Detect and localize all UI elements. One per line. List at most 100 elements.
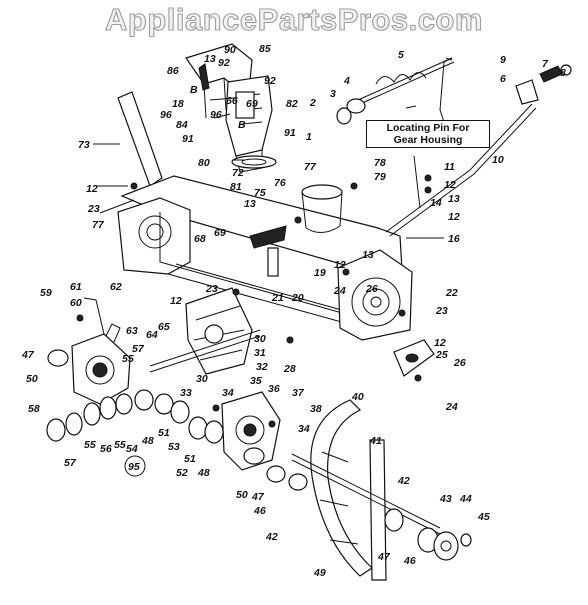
part-label-12: 12 [334,259,346,271]
part-label-77: 77 [92,219,105,231]
part-label-23: 23 [435,305,448,317]
part-label-69: 69 [246,98,258,110]
part-label-3: 3 [330,88,336,100]
part-label-96: 96 [210,109,222,121]
part-label-24: 24 [333,285,346,297]
auger-housing [117,91,413,341]
part-label-45: 45 [477,511,490,523]
part-label-86: 86 [167,65,179,77]
part-label-33: 33 [180,387,192,399]
part-label-26: 26 [365,283,378,295]
part-label-95: 95 [128,461,140,473]
part-label-81: 81 [230,181,242,193]
part-label-55: 55 [114,439,126,451]
part-label-55: 55 [84,439,96,451]
callout-line-1: Locating Pin For [386,122,470,134]
part-label-78: 78 [374,157,386,169]
part-label-12: 12 [448,211,460,223]
part-label-20: 20 [291,292,304,304]
locating-pin-callout: Locating Pin For Gear Housing [366,120,490,148]
part-label-8: 8 [560,67,566,79]
part-label-55: 55 [122,353,134,365]
part-label-12: 12 [170,295,182,307]
part-label-28: 28 [283,363,296,375]
part-label-7: 7 [542,58,549,70]
part-label-34: 34 [222,387,234,399]
part-label-51: 51 [184,453,196,465]
part-label-44: 44 [459,493,472,505]
part-label-65: 65 [158,321,170,333]
part-label-35: 35 [250,375,262,387]
part-label-48: 48 [197,467,210,479]
part-label-60: 60 [70,297,82,309]
watermark: AppliancePartsPros.com [104,1,483,37]
part-label-32: 32 [256,361,268,373]
part-label-92: 92 [264,75,276,87]
part-label-64: 64 [146,329,158,341]
part-label-24: 24 [445,401,458,413]
part-label-66: 66 [226,95,238,107]
part-label-47: 47 [377,551,391,563]
part-label-14: 14 [430,197,442,209]
part-label-13: 13 [204,53,216,65]
discharge-chute [185,43,273,173]
part-label-85: 85 [259,43,271,55]
part-label-18: 18 [172,98,184,110]
part-label-63: 63 [126,325,138,337]
part-label-21: 21 [271,292,284,304]
part-label-90: 90 [224,44,236,56]
auger-spiral [291,399,472,581]
part-label-2: 2 [309,97,316,109]
part-label-16: 16 [448,233,460,245]
part-label-75: 75 [254,187,266,199]
part-label-76: 76 [274,177,286,189]
part-label-69: 69 [214,227,226,239]
part-label-54: 54 [126,443,138,455]
part-95-highlight-circle [124,455,146,477]
impeller-assembly [149,287,261,375]
part-label-26: 26 [453,357,466,369]
part-label-13: 13 [448,193,460,205]
part-label-50: 50 [26,373,38,385]
part-label-50: 50 [236,489,248,501]
part-label-25: 25 [435,349,448,361]
part-label-1: 1 [306,131,312,143]
part-label-31: 31 [254,347,266,359]
part-label-73: 73 [78,139,90,151]
part-label-23: 23 [87,203,100,215]
part-label-79: 79 [374,171,386,183]
part-label-46: 46 [403,555,416,567]
part-label-b: B [190,84,198,96]
part-label-19: 19 [314,267,326,279]
part-label-91: 91 [182,133,194,145]
gear-housing-right [221,391,308,491]
part-label-52: 52 [176,467,188,479]
leader-lines [93,57,453,239]
part-label-37: 37 [292,387,305,399]
part-label-5: 5 [398,49,404,61]
part-label-80: 80 [198,157,210,169]
part-label-11: 11 [444,161,455,173]
part-number-labels: 90 85 13 92 86 92 B 18 66 69 82 96 84 96… [21,43,566,579]
bearings-left-stack [46,349,224,444]
part-label-38: 38 [310,403,322,415]
part-label-62: 62 [110,281,122,293]
part-label-42: 42 [265,531,278,543]
part-label-92: 92 [218,57,230,69]
part-label-10: 10 [492,154,504,166]
part-label-4: 4 [343,75,350,87]
part-label-36: 36 [268,383,280,395]
part-label-59: 59 [40,287,52,299]
part-label-34: 34 [298,423,310,435]
gear-housing-left [71,297,131,405]
part-label-77: 77 [304,161,317,173]
part-label-82: 82 [286,98,298,110]
part-label-22: 22 [445,287,458,299]
part-label-6: 6 [500,73,506,85]
skid-shoe [393,339,435,377]
part-label-91: 91 [284,127,296,139]
part-label-b: B [238,119,246,131]
chute-crank-shaft [336,57,455,129]
part-label-56: 56 [100,443,112,455]
